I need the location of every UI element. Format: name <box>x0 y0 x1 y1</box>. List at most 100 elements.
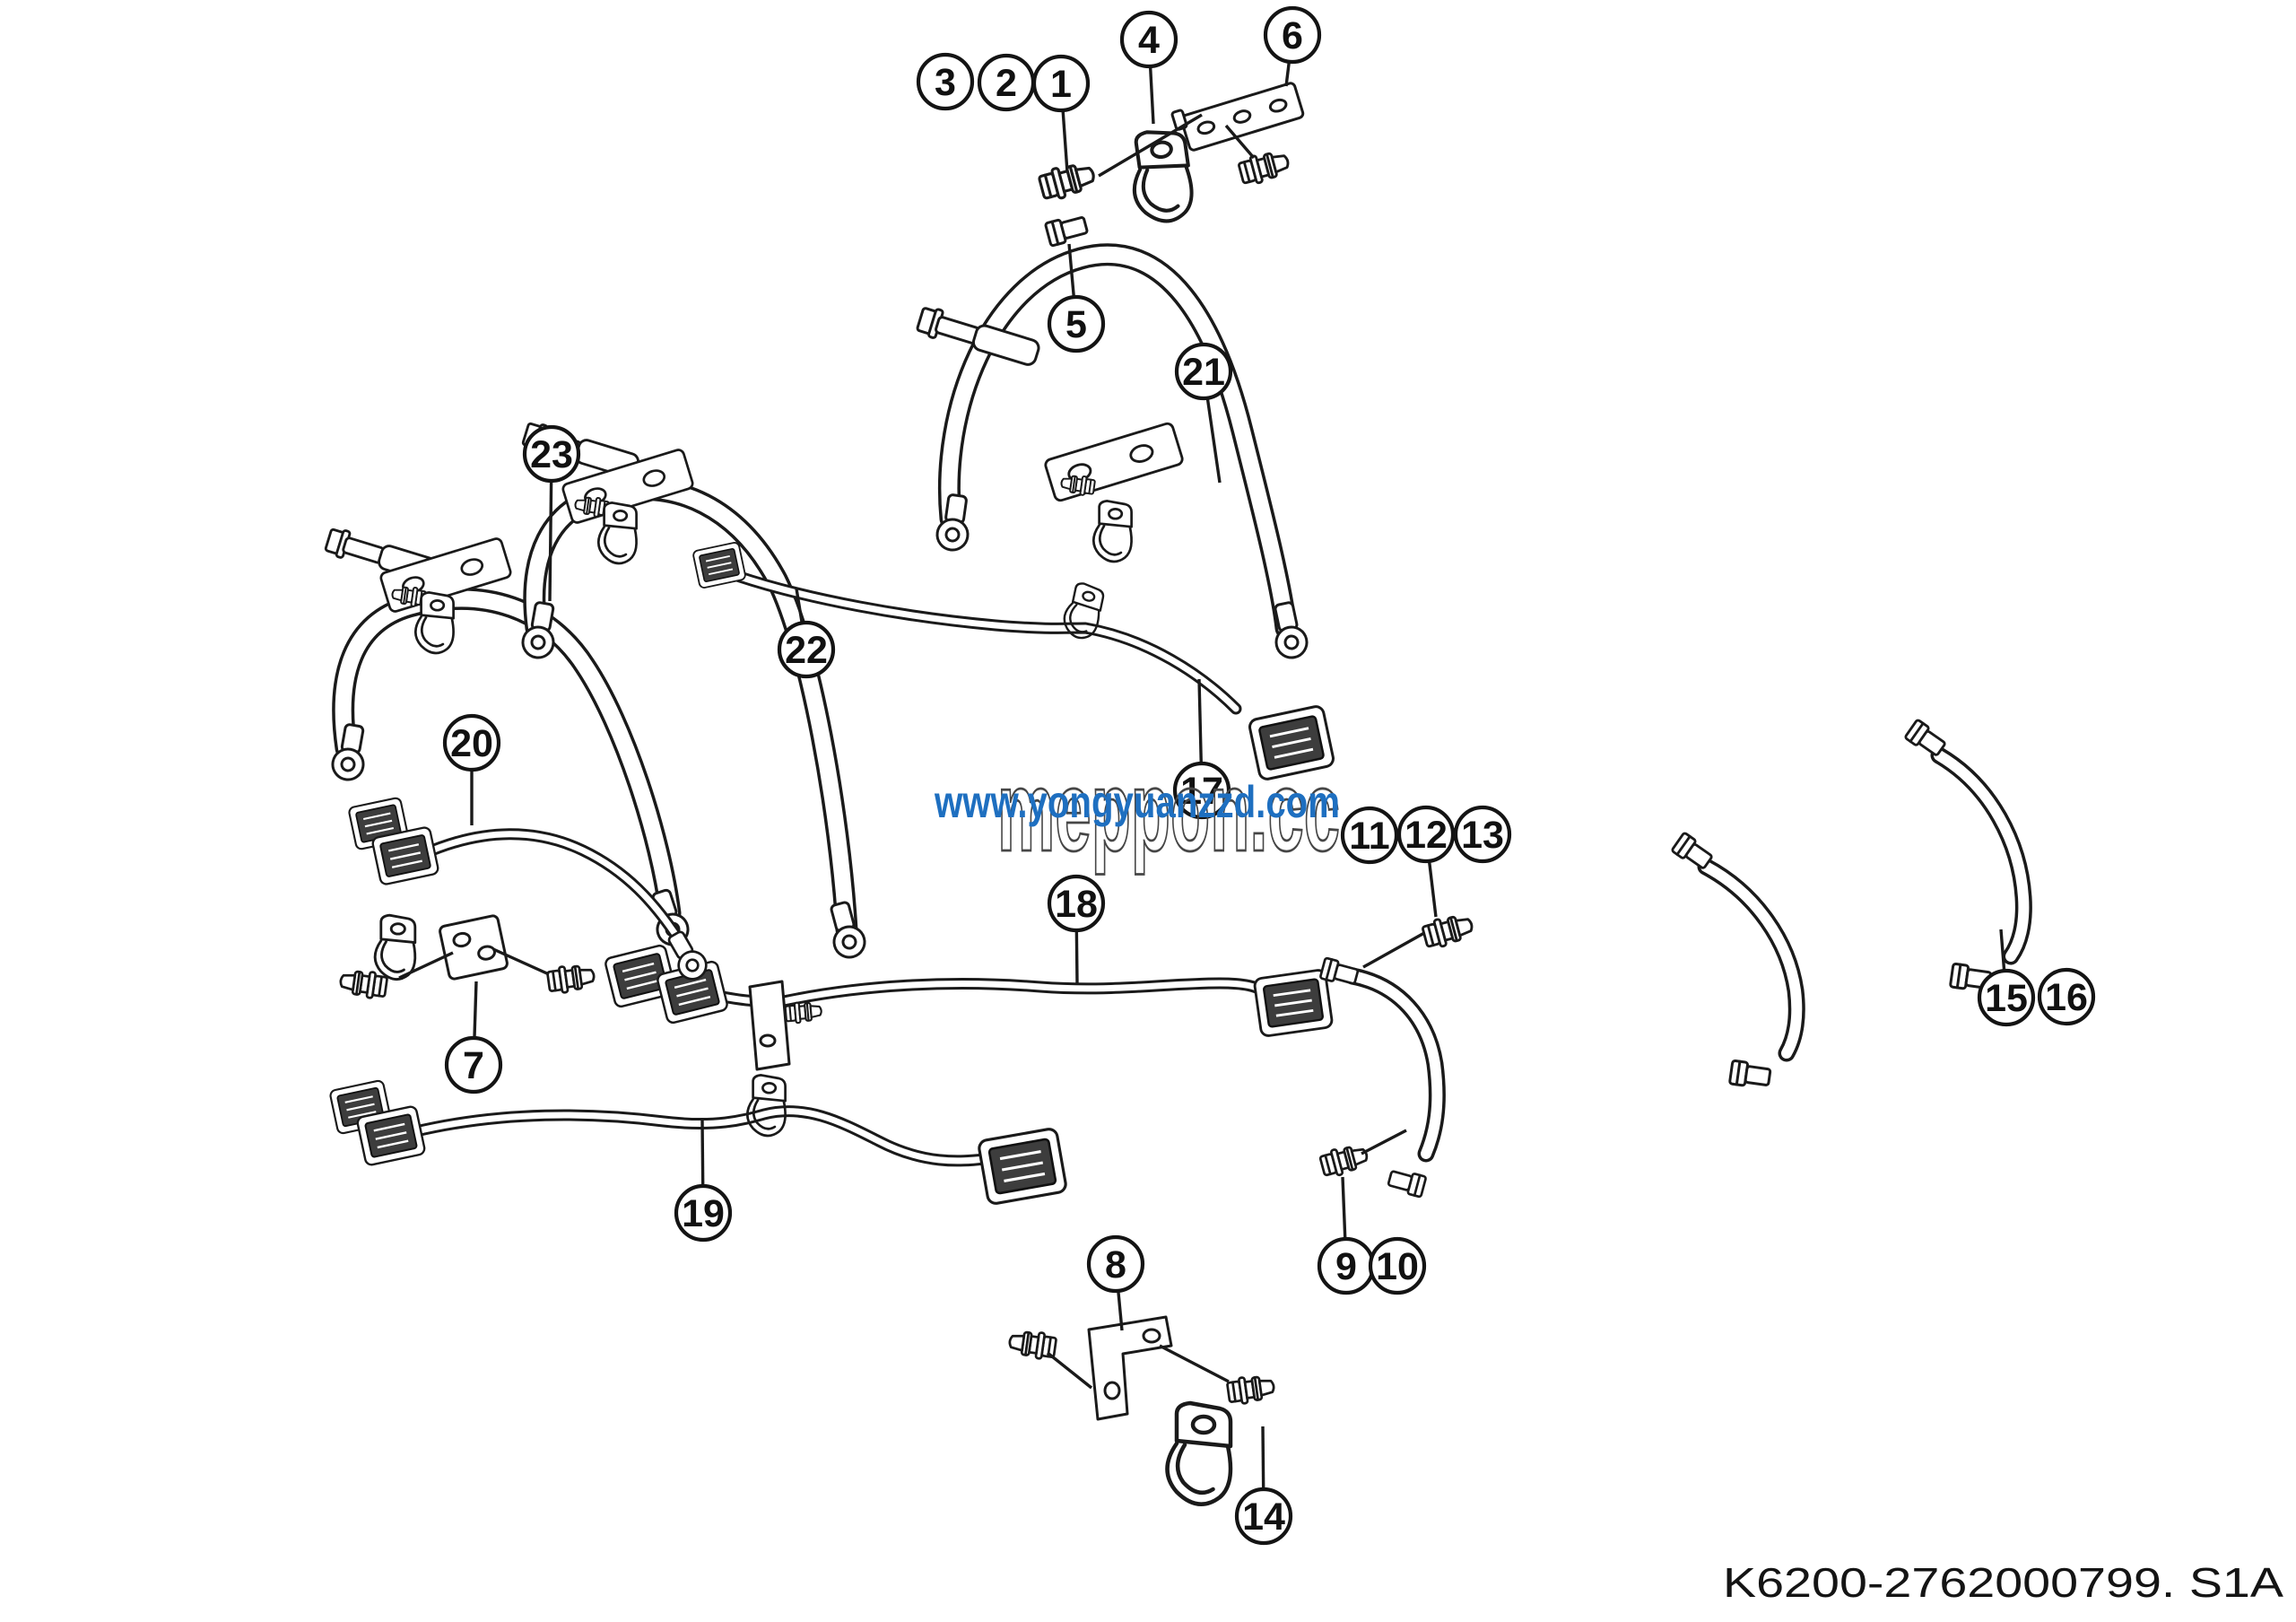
hanger-clamp <box>596 501 638 565</box>
assembly-line <box>1159 1344 1230 1383</box>
callout-number: 7 <box>463 1044 484 1087</box>
callout-19[interactable]: 19 <box>674 1119 733 1243</box>
connector <box>976 1126 1069 1207</box>
callout-number: 8 <box>1105 1243 1126 1286</box>
callout-number: 22 <box>785 629 828 672</box>
callout-14[interactable]: 14 <box>1234 1426 1293 1546</box>
callout-balloon[interactable] <box>1174 342 1233 401</box>
callout-10[interactable]: 10 <box>1368 1236 1427 1295</box>
callout-6[interactable]: 6 <box>1263 5 1322 87</box>
harness-17 <box>691 541 1336 782</box>
ring-terminal <box>822 898 870 963</box>
callout-20[interactable]: 20 <box>442 713 501 825</box>
callout-balloon[interactable] <box>1172 761 1231 820</box>
callout-balloon[interactable] <box>1368 1236 1427 1295</box>
harness-22-assembly <box>518 419 870 963</box>
callout-number: 23 <box>530 433 573 476</box>
callout-balloon[interactable] <box>1263 5 1322 65</box>
callout-balloon[interactable] <box>977 53 1036 112</box>
callout-8[interactable]: 8 <box>1086 1234 1145 1331</box>
callout-number: 1 <box>1050 63 1072 106</box>
callout-number: 6 <box>1282 14 1303 57</box>
bracket-cluster-8 <box>1006 1315 1277 1421</box>
callout-7[interactable]: 7 <box>444 981 503 1094</box>
callout-4[interactable]: 4 <box>1119 10 1178 125</box>
callout-balloon[interactable] <box>1119 10 1178 69</box>
callout-18[interactable]: 18 <box>1047 874 1106 984</box>
callout-9[interactable]: 9 <box>1317 1176 1376 1295</box>
bolt-fitting <box>1225 1372 1277 1407</box>
top-bracket-assembly-1-6 <box>1036 82 1305 248</box>
assembly-line <box>1362 931 1425 969</box>
angle-bracket <box>1087 1315 1173 1421</box>
harness-21-assembly <box>914 243 1311 662</box>
callout-balloon[interactable] <box>522 424 581 484</box>
callout-5[interactable]: 5 <box>1047 243 1106 353</box>
callout-2[interactable]: 2 <box>977 53 1036 112</box>
callout-15[interactable]: 15 <box>1977 929 2036 1027</box>
callout-number: 12 <box>1405 814 1448 857</box>
callout-balloon[interactable] <box>444 1035 503 1094</box>
callout-22[interactable]: 22 <box>777 588 836 679</box>
wire-path <box>705 980 1266 1006</box>
wire-clamp <box>745 1074 787 1138</box>
callout-1[interactable]: 1 <box>1031 54 1091 173</box>
assembly-line <box>1046 1351 1093 1390</box>
callout-balloon[interactable] <box>1047 294 1106 353</box>
callout-number: 11 <box>1349 815 1389 858</box>
callout-balloon[interactable] <box>442 713 501 772</box>
assembly-line <box>492 947 550 976</box>
assembly-lines-layer <box>398 113 1425 1390</box>
callout-21[interactable]: 21 <box>1174 342 1233 484</box>
callout-balloon[interactable] <box>2037 967 2096 1026</box>
callout-balloon[interactable] <box>1047 874 1106 933</box>
callout-number: 2 <box>996 62 1017 105</box>
callout-balloon[interactable] <box>1234 1487 1293 1546</box>
bracket-cluster-7 <box>337 913 597 1001</box>
callout-number: 14 <box>1242 1496 1285 1539</box>
callout-balloon[interactable] <box>1340 806 1399 865</box>
callout-balloon[interactable] <box>1453 805 1512 864</box>
hex-bolt-5 <box>1043 212 1091 248</box>
wire-path <box>409 1108 988 1164</box>
callout-balloon[interactable] <box>1977 968 2036 1027</box>
callout-11[interactable]: 11 <box>1340 806 1399 865</box>
connector <box>1252 968 1335 1038</box>
short-hose-left <box>1670 831 1805 1091</box>
hose-path <box>526 481 855 937</box>
callout-12[interactable]: 12 <box>1396 805 1456 918</box>
ring-terminal <box>1266 598 1311 662</box>
hex-bolt <box>1386 1166 1428 1199</box>
hose-path <box>1344 967 1446 1163</box>
callout-number: 3 <box>935 61 956 104</box>
callout-23[interactable]: 23 <box>522 424 581 602</box>
assembly-line <box>398 951 454 980</box>
wire-path <box>734 572 1239 712</box>
callout-balloon[interactable] <box>777 620 836 679</box>
callout-number: 10 <box>1376 1245 1419 1288</box>
callout-16[interactable]: 16 <box>2037 967 2096 1026</box>
callout-17[interactable]: 17 <box>1172 678 1231 820</box>
callout-number: 17 <box>1180 770 1223 813</box>
hex-bolt <box>1727 1059 1773 1091</box>
callout-balloon[interactable] <box>1086 1234 1145 1294</box>
support-bracket <box>748 980 823 1071</box>
harness-20 <box>347 796 713 986</box>
hose-path <box>941 246 1294 636</box>
callout-13[interactable]: 13 <box>1453 805 1512 864</box>
callout-balloon[interactable] <box>916 52 975 111</box>
mount-plate-6 <box>1170 82 1305 152</box>
hose-path <box>1347 971 1443 1159</box>
callout-number: 13 <box>1461 814 1504 857</box>
mount-plate <box>1042 421 1186 503</box>
callout-number: 18 <box>1055 883 1098 926</box>
mount-plate <box>439 914 509 981</box>
bolt-fitting-9-10 <box>1318 1140 1371 1181</box>
callout-number: 16 <box>2045 976 2088 1019</box>
callout-balloon[interactable] <box>674 1183 733 1243</box>
bolt-fitting-6 <box>1236 146 1293 188</box>
callout-3[interactable]: 3 <box>916 52 975 111</box>
callout-balloon[interactable] <box>1396 805 1456 864</box>
